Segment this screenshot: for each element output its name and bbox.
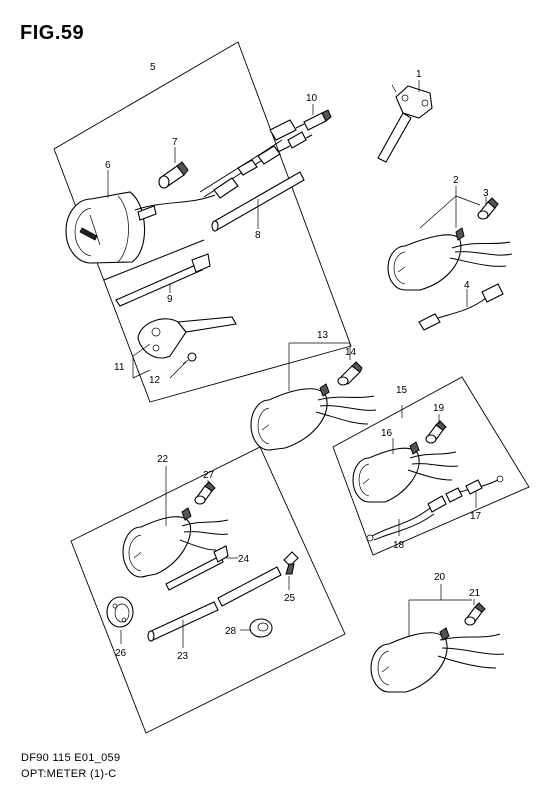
callout-9: 9 xyxy=(167,294,173,305)
callout-19: 19 xyxy=(433,403,445,414)
callout-17: 17 xyxy=(470,511,482,522)
callout-24: 24 xyxy=(238,554,250,565)
callout-27: 27 xyxy=(203,470,215,481)
part-28-grommet xyxy=(249,618,273,638)
part-27-bulb xyxy=(194,481,216,505)
part-24-cable-tie xyxy=(165,545,229,591)
callout-22: 22 xyxy=(157,454,169,465)
callout-25: 25 xyxy=(284,593,296,604)
callout-3: 3 xyxy=(483,188,489,199)
part-21-bulb xyxy=(464,602,486,626)
footer-drawing-code: DF90 115 E01_059 xyxy=(21,752,121,764)
part-20-gauge xyxy=(370,627,505,693)
part-25-fitting xyxy=(283,551,299,575)
callout-15: 15 xyxy=(396,385,408,396)
callout-14: 14 xyxy=(345,347,357,358)
callout-21: 21 xyxy=(469,588,481,599)
part-19-bulb xyxy=(425,420,447,444)
part-23-tube xyxy=(147,566,282,642)
part-10-plug xyxy=(303,109,332,131)
part-11-bracket xyxy=(137,316,237,359)
part-26-adapter xyxy=(106,596,134,628)
part-13-gauge xyxy=(250,383,377,451)
callout-8: 8 xyxy=(255,230,261,241)
callout-20: 20 xyxy=(434,572,446,583)
callout-23: 23 xyxy=(177,651,189,662)
part-8-tube xyxy=(211,171,305,232)
callout-6: 6 xyxy=(105,160,111,171)
callout-16: 16 xyxy=(381,428,393,439)
part-6-gauge xyxy=(65,191,216,264)
group-frame-15 xyxy=(332,376,530,556)
wiring-harness xyxy=(199,119,313,199)
part-22-gauge xyxy=(122,507,229,578)
part-2-gauge xyxy=(387,227,513,291)
part-17-harness xyxy=(459,475,504,495)
part-3-bulb xyxy=(477,197,499,220)
part-7-bulb xyxy=(158,161,189,189)
callout-13: 13 xyxy=(317,330,329,341)
part-1-bracket xyxy=(377,84,433,163)
footer-caption: OPT:METER (1)-C xyxy=(21,768,117,780)
part-14-bulb xyxy=(337,361,363,386)
group-frame-22 xyxy=(70,446,346,734)
figure-title: FIG.59 xyxy=(20,22,85,44)
part-12-screw xyxy=(182,352,197,365)
callout-4: 4 xyxy=(464,280,470,291)
group-frame-5 xyxy=(53,41,352,403)
part-18-harness xyxy=(366,487,463,542)
callout-28: 28 xyxy=(225,626,237,637)
callout-5: 5 xyxy=(150,62,156,73)
callout-2: 2 xyxy=(453,175,459,186)
callout-10: 10 xyxy=(306,93,318,104)
callout-1: 1 xyxy=(416,69,422,80)
callout-18: 18 xyxy=(393,540,405,551)
part-4-connector-harness xyxy=(418,283,504,331)
callout-11: 11 xyxy=(114,362,125,373)
part-16-gauge xyxy=(352,441,459,503)
callout-7: 7 xyxy=(172,137,178,148)
part-9-cable-tie xyxy=(103,239,211,307)
callout-26: 26 xyxy=(115,648,127,659)
callout-12: 12 xyxy=(149,375,161,386)
